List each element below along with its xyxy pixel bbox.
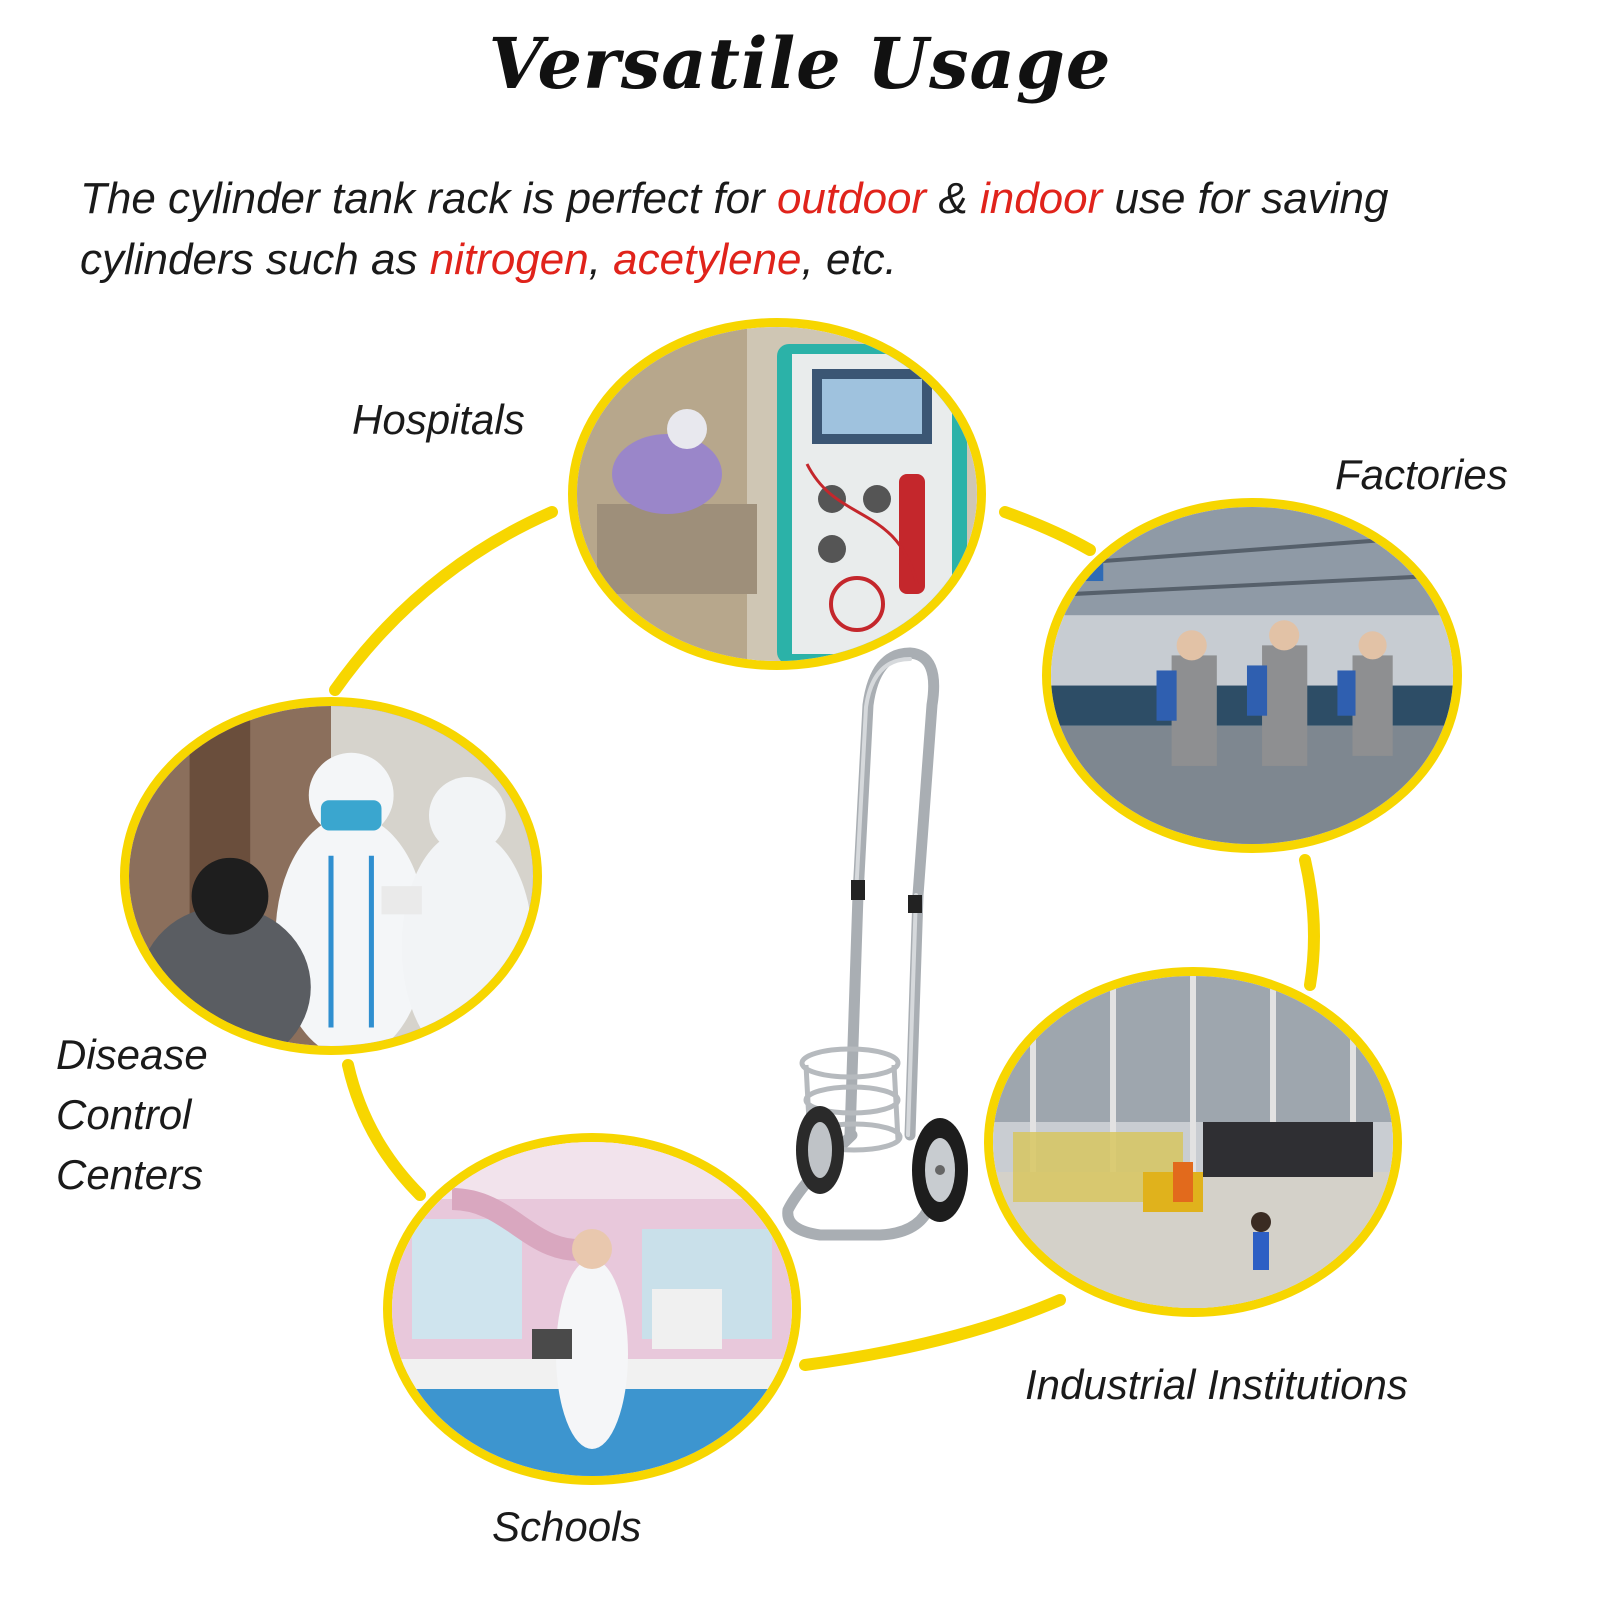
- label-factories: Factories: [1335, 451, 1508, 498]
- intro-text-2: &: [926, 174, 980, 223]
- arc-school-industrial: [799, 1294, 1066, 1371]
- page-title: Versatile Usage: [488, 22, 1112, 105]
- highlight-nitrogen: nitrogen: [429, 235, 589, 284]
- intro-text-4: ,: [588, 235, 614, 284]
- hazmat-suits-photo-icon: [129, 706, 533, 1046]
- arc-hospital-disease: [329, 506, 558, 696]
- industrial-photo-circle: [984, 967, 1402, 1317]
- intro-text-5: , etc.: [801, 235, 897, 284]
- laboratory-photo-icon: [392, 1142, 792, 1476]
- disease-control-photo-circle: [120, 697, 542, 1055]
- warehouse-photo-icon: [993, 976, 1393, 1308]
- label-schools: Schools: [492, 1503, 642, 1550]
- label-disease-line-1: Disease: [56, 1031, 208, 1078]
- intro-paragraph: The cylinder tank rack is perfect for ou…: [80, 168, 1540, 290]
- label-industrial-institutions: Industrial Institutions: [1025, 1361, 1408, 1408]
- arc-disease-school: [342, 1059, 426, 1201]
- assembly-line-photo-icon: [1051, 507, 1453, 844]
- arc-hospital-factory: [999, 506, 1096, 556]
- intro-text-1: The cylinder tank rack is perfect for: [80, 174, 777, 223]
- label-hospitals: Hospitals: [352, 396, 525, 443]
- factory-photo-circle: [1042, 498, 1462, 853]
- dialysis-machine-photo-icon: [577, 327, 977, 661]
- highlight-acetylene: acetylene: [613, 235, 802, 284]
- hospital-photo-circle: [568, 318, 986, 670]
- highlight-indoor: indoor: [979, 174, 1103, 223]
- intro-text-3: use for saving cylinders such as: [80, 174, 1389, 284]
- school-photo-circle: [383, 1133, 801, 1485]
- oxygen-cylinder-cart-icon: [782, 647, 968, 1241]
- label-disease-line-3: Centers: [56, 1151, 204, 1198]
- label-disease-control-centers: Disease Control Centers: [56, 1025, 208, 1205]
- highlight-outdoor: outdoor: [776, 174, 927, 223]
- arc-factory-industrial: [1299, 854, 1320, 991]
- label-disease-line-2: Control: [56, 1091, 192, 1138]
